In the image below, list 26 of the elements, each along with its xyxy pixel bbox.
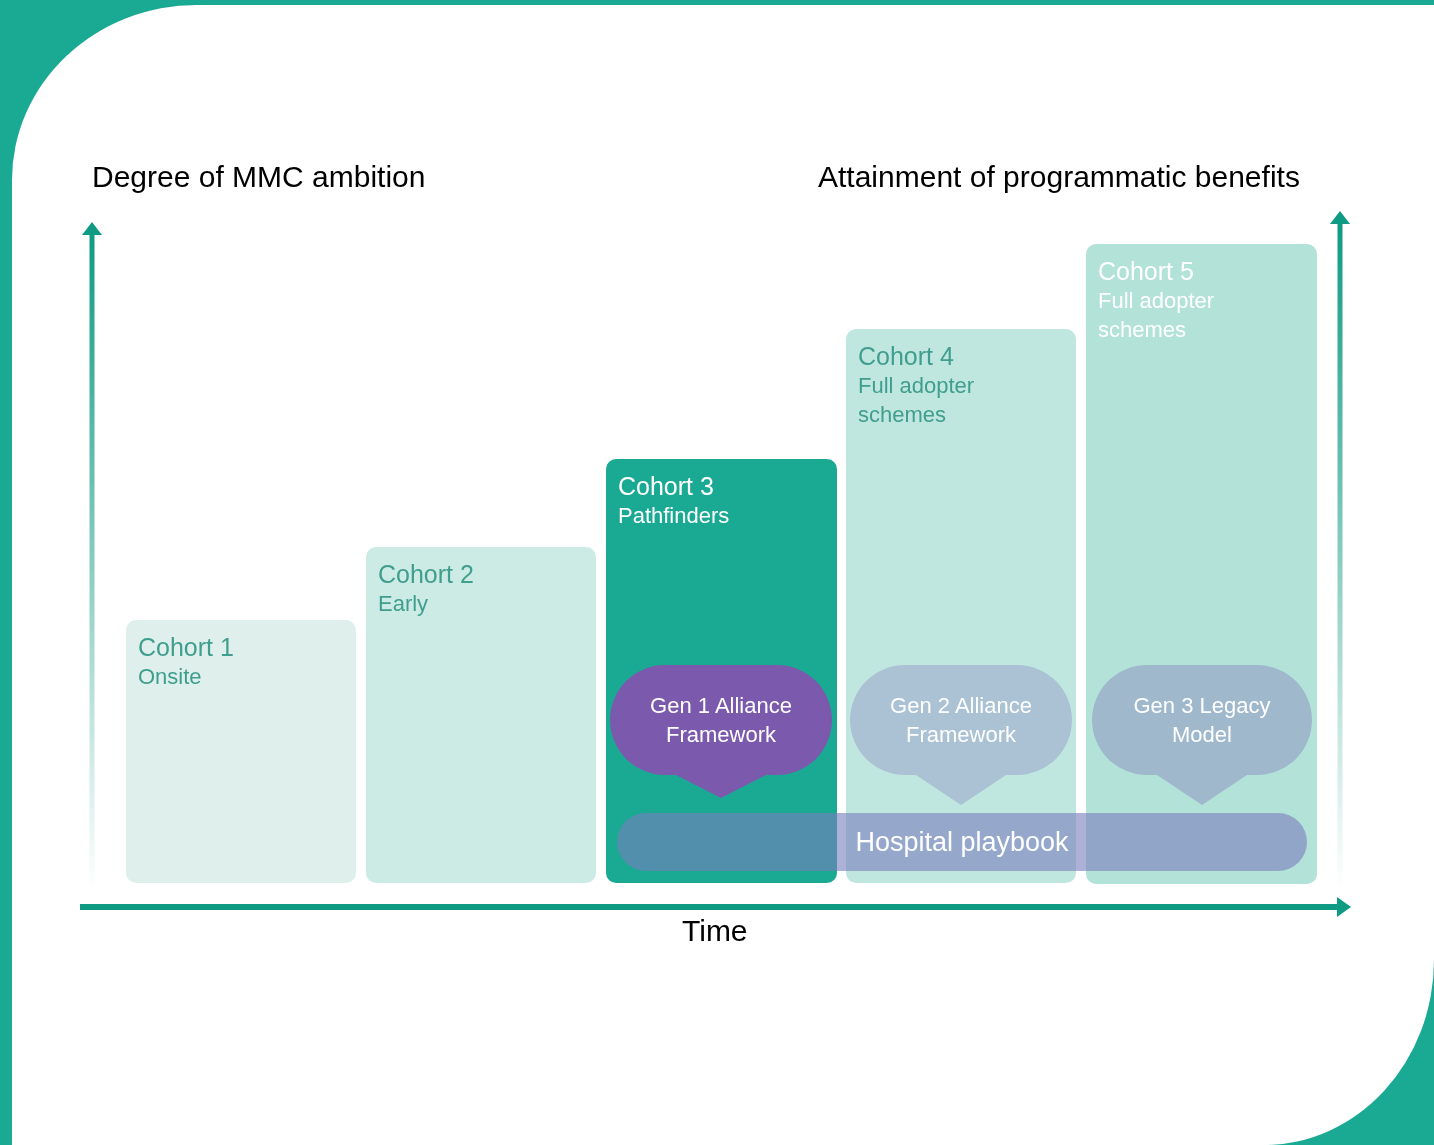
- bubble-label: Gen 3 Legacy Model: [1132, 692, 1272, 749]
- speech-bubble: [1092, 665, 1312, 805]
- cohort-bar: [1086, 244, 1317, 884]
- bar-subtitle: Early: [378, 590, 429, 618]
- bar-subtitle: Full adopter schemes: [858, 372, 976, 429]
- axis-label: Degree of MMC ambition: [92, 160, 426, 194]
- speech-bubble: [850, 665, 1072, 805]
- bubble-label: Gen 2 Alliance Framework: [889, 692, 1033, 749]
- cohort-bar: [846, 329, 1076, 883]
- band-label: Hospital playbook: [855, 826, 1069, 858]
- axis-label: Attainment of programmatic benefits: [818, 160, 1300, 194]
- bar-title: Cohort 2: [378, 559, 474, 589]
- bar-title: Cohort 4: [858, 341, 954, 371]
- bubble-label: Gen 1 Alliance Framework: [649, 692, 793, 749]
- cohort-bar: [606, 459, 837, 883]
- bar-title: Cohort 1: [138, 632, 234, 662]
- bar-subtitle: Full adopter schemes: [1098, 287, 1216, 344]
- bar-subtitle: Onsite: [138, 663, 202, 691]
- cohort-bar: [366, 547, 596, 883]
- playbook-band: [617, 813, 1307, 871]
- bar-title: Cohort 3: [618, 471, 714, 501]
- cohort-bar: [126, 620, 356, 883]
- axis-label: Time: [682, 914, 748, 948]
- speech-bubble: [610, 665, 832, 798]
- bar-subtitle: Pathfinders: [618, 502, 730, 530]
- bar-title: Cohort 5: [1098, 256, 1194, 286]
